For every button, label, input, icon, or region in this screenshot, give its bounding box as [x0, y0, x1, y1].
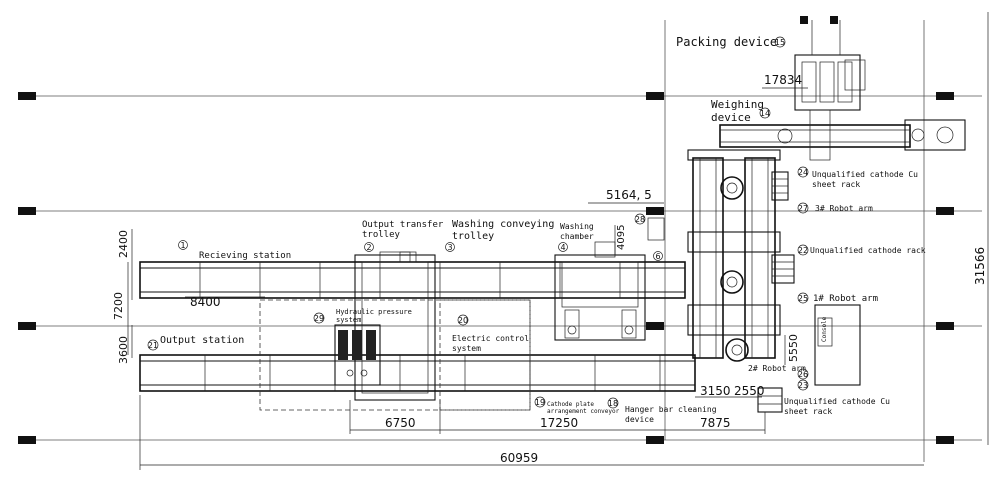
label-robot-arm-3: 3# Robot arm: [815, 204, 873, 213]
callout-2: 2: [366, 243, 371, 252]
label-receiving-station: Recieving station: [199, 251, 291, 261]
dim-60959: 60959: [500, 451, 538, 465]
label-output-trolley-1: Output transfer: [362, 220, 444, 230]
label-packing-device: Packing device: [676, 35, 777, 49]
weighing-conveyor: [719, 119, 966, 151]
callout-23: 23: [798, 381, 808, 390]
label-electric-2: system: [452, 344, 481, 353]
callout-22: 22: [798, 246, 808, 255]
callout-14: 14: [760, 109, 770, 118]
label-electric-1: Electric control: [452, 334, 529, 343]
label-weighing-1: Weighing: [711, 98, 764, 111]
dim-17250: 17250: [540, 416, 578, 430]
dim-2550: 2550: [734, 384, 765, 398]
output-conveyor: [139, 354, 696, 392]
label-cathode-conveyor-1: Cathode plate: [547, 401, 594, 408]
packing-device: [794, 16, 866, 161]
label-unq-rack-top-1: Unqualified cathode Cu: [812, 170, 918, 179]
callout-15: 15: [775, 38, 785, 47]
dim-5550: 5550: [787, 334, 800, 362]
label-unq-rack-top-2: sheet rack: [812, 180, 860, 189]
grid-markers: [18, 92, 954, 444]
washing-chamber: [554, 217, 665, 341]
label-hanger-bar-1: Hanger bar cleaning: [625, 405, 717, 414]
label-unq-rack-bottom-2: sheet rack: [784, 407, 832, 416]
dim-5164: 5164, 5: [606, 188, 652, 202]
dim-3600: 3600: [117, 336, 130, 364]
callout-1: 1: [180, 241, 185, 250]
label-robot-arm-1: 1# Robot arm: [813, 294, 878, 304]
dim-3150: 3150: [700, 384, 731, 398]
dim-7200: 7200: [112, 292, 125, 320]
callout-27: 27: [798, 204, 808, 213]
label-output-trolley-2: trolley: [362, 230, 401, 240]
label-hydraulic-2: system: [336, 316, 361, 324]
label-washing-chamber-1: Washing: [560, 222, 594, 231]
callout-24: 24: [798, 168, 808, 177]
label-cathode-conveyor-2: arrangement conveyor: [547, 408, 620, 415]
label-unq-cathode-rack: Unqualified cathode rack: [810, 246, 926, 255]
device-labels: Packing device Weighing device Unqualifi…: [160, 35, 926, 424]
dim-8400: 8400: [190, 295, 221, 309]
dim-31566: 31566: [973, 247, 987, 285]
callout-19: 19: [535, 398, 545, 407]
label-console: Console: [821, 316, 828, 342]
dim-17834: 17834: [764, 73, 802, 87]
hydraulic-units: [334, 324, 381, 386]
label-weighing-2: device: [711, 111, 751, 124]
dim-7875: 7875: [700, 416, 731, 430]
callout-21: 21: [148, 341, 158, 350]
label-washing-trolley-1: Washing conveying: [452, 219, 554, 230]
grid-lines: [18, 20, 982, 462]
callouts: 1 2 3 4 6 14 15 18 19 20 21 22 23 24 25 …: [147, 36, 809, 409]
dimension-values: 17834 5164, 5 4095 2400 7200 8400 3600 3…: [112, 73, 987, 465]
dim-4095: 4095: [616, 225, 627, 250]
callout-26: 26: [798, 370, 808, 379]
callout-25: 25: [798, 294, 808, 303]
callout-4: 4: [560, 243, 565, 252]
trolley-area: [259, 251, 531, 411]
dim-2400: 2400: [117, 230, 130, 258]
callout-28: 28: [635, 215, 645, 224]
label-washing-chamber-2: chamber: [560, 232, 594, 241]
callout-6: 6: [655, 252, 660, 261]
side-racks: [757, 171, 861, 413]
callout-20: 20: [458, 316, 468, 325]
dim-6750: 6750: [385, 416, 416, 430]
label-hanger-bar-2: device: [625, 415, 654, 424]
callout-3: 3: [447, 243, 452, 252]
label-output-station: Output station: [160, 335, 244, 346]
callout-18: 18: [608, 399, 618, 408]
label-robot-arm-2: 2# Robot arm: [748, 364, 806, 373]
label-hydraulic-1: Hydraulic pressure: [336, 308, 412, 316]
label-washing-trolley-2: trolley: [452, 231, 494, 242]
vertical-conveyors: [687, 149, 781, 362]
dimension-lines: [127, 12, 989, 470]
label-unq-rack-bottom-1: Unqualified cathode Cu: [784, 397, 890, 406]
callout-29: 29: [314, 314, 324, 323]
receiving-conveyor: [139, 261, 686, 299]
